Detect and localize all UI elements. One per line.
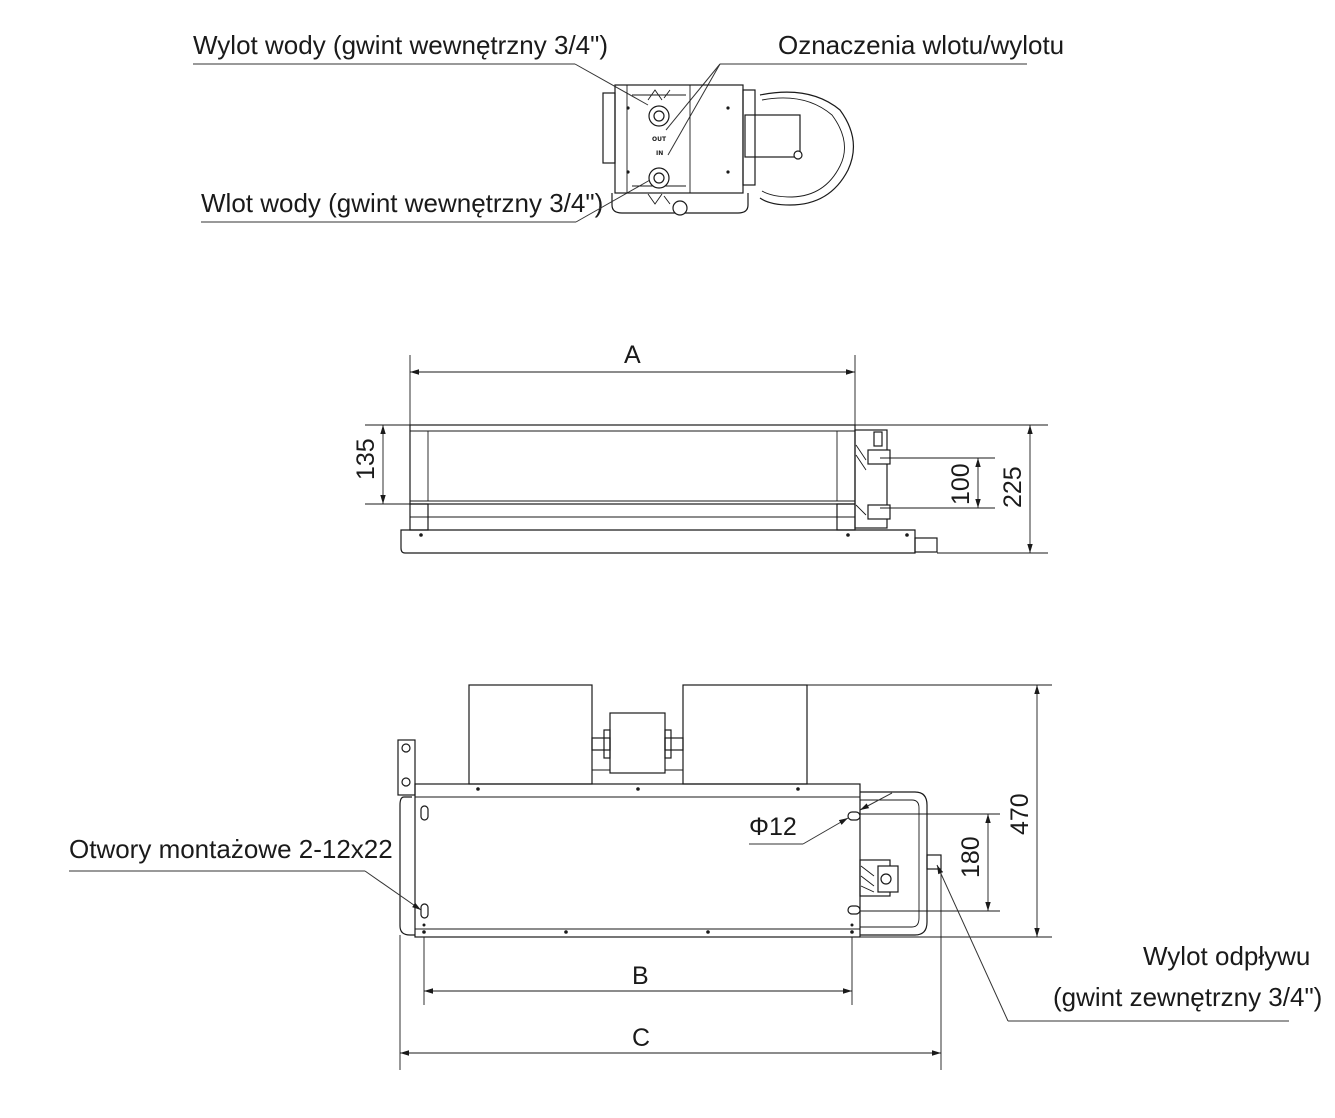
drain-outlet-leader — [936, 864, 1009, 1022]
front-view: A 135 100 225 — [352, 341, 1048, 554]
mounting-bracket — [397, 739, 416, 796]
out-marking: OUT — [652, 136, 667, 143]
fan-motor — [609, 712, 666, 774]
water-inlet-connector — [648, 167, 670, 189]
mounting-holes-leader — [364, 870, 422, 911]
dim-c-label: C — [632, 1024, 650, 1052]
drain-stub-side — [672, 200, 688, 216]
dim-a-label: A — [624, 341, 641, 369]
drain-outlet-label-line2: (gwint zewnętrzny 3/4") — [1053, 982, 1322, 1012]
drain-tray-front — [400, 529, 916, 554]
fan-outlet-right — [682, 684, 808, 785]
mounting-holes-label: Otwory montażowe 2-12x22 — [69, 834, 393, 864]
drain-outlet-label-line1: Wylot odpływu — [1143, 941, 1310, 971]
coil-housing — [614, 84, 744, 194]
right-bracket — [742, 89, 756, 186]
dim-180-label: 180 — [957, 836, 985, 878]
water-outlet-leader — [574, 63, 649, 106]
dim-100-label: 100 — [947, 463, 975, 505]
markings-leader-2 — [667, 63, 721, 156]
markings-leader-1 — [665, 63, 721, 131]
water-inlet-label: Wlot wody (gwint wewnętrzny 3/4") — [201, 188, 603, 218]
phi12-leader — [802, 817, 849, 845]
mounting-hole-top — [420, 805, 429, 821]
dim-135-label: 135 — [352, 438, 380, 480]
drain-stub-plan — [926, 854, 942, 870]
drain-stub-front — [914, 537, 938, 553]
fan-scroll-outer — [759, 91, 854, 206]
left-bracket — [602, 92, 616, 164]
unit-body-plan — [414, 783, 861, 938]
water-outlet-label: Wylot wody (gwint wewnętrzny 3/4") — [193, 30, 608, 60]
inlet-outlet-markings-label: Oznaczenia wlotu/wylotu — [778, 30, 1064, 60]
in-marking: IN — [656, 150, 663, 157]
mounting-hole-bottom — [420, 903, 429, 919]
side-view-connections: Wylot wody (gwint wewnętrzny 3/4") Oznac… — [193, 30, 1064, 223]
dim-225-label: 225 — [999, 466, 1027, 508]
dim-b-label: B — [632, 962, 649, 990]
unit-body-front — [409, 424, 856, 505]
phi12-label: Φ12 — [749, 813, 797, 841]
water-inlet-leader — [575, 179, 651, 223]
connector-box-front — [854, 429, 888, 529]
dim-470-label: 470 — [1006, 793, 1034, 835]
plan-view: Otwory montażowe 2-12x22 Φ12 180 470 B C… — [69, 684, 1322, 1070]
fan-outlet-left — [468, 684, 593, 785]
phi12-hole — [847, 811, 861, 821]
water-outlet-connector — [648, 105, 670, 127]
fan-motor-side — [744, 114, 801, 158]
drain-tray-plan — [860, 791, 928, 936]
